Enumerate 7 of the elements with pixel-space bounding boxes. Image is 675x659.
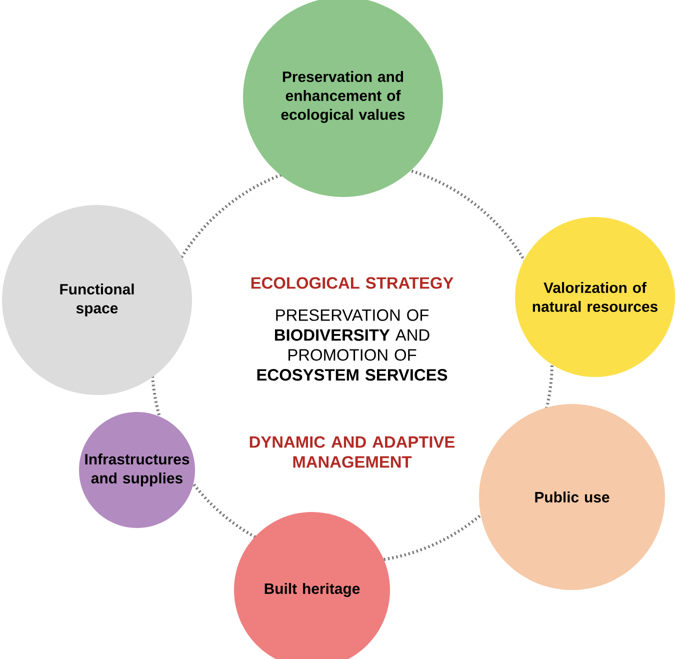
heading: ECOLOGICAL STRATEGY xyxy=(251,277,454,289)
heading: DYNAMIC AND ADAPTIVE MANAGEMENT xyxy=(250,436,455,468)
circle-node: Infrastructures and supplies xyxy=(79,412,195,528)
circle-node: Functional space xyxy=(2,204,192,395)
center-text: PRESERVATION OF BIODIVERSITY AND PROMOTION OF ECOSYSTEM SERVICES xyxy=(257,309,448,381)
circle-node: Public use xyxy=(479,404,665,590)
circle-node: Valorization of natural resources xyxy=(515,216,675,377)
